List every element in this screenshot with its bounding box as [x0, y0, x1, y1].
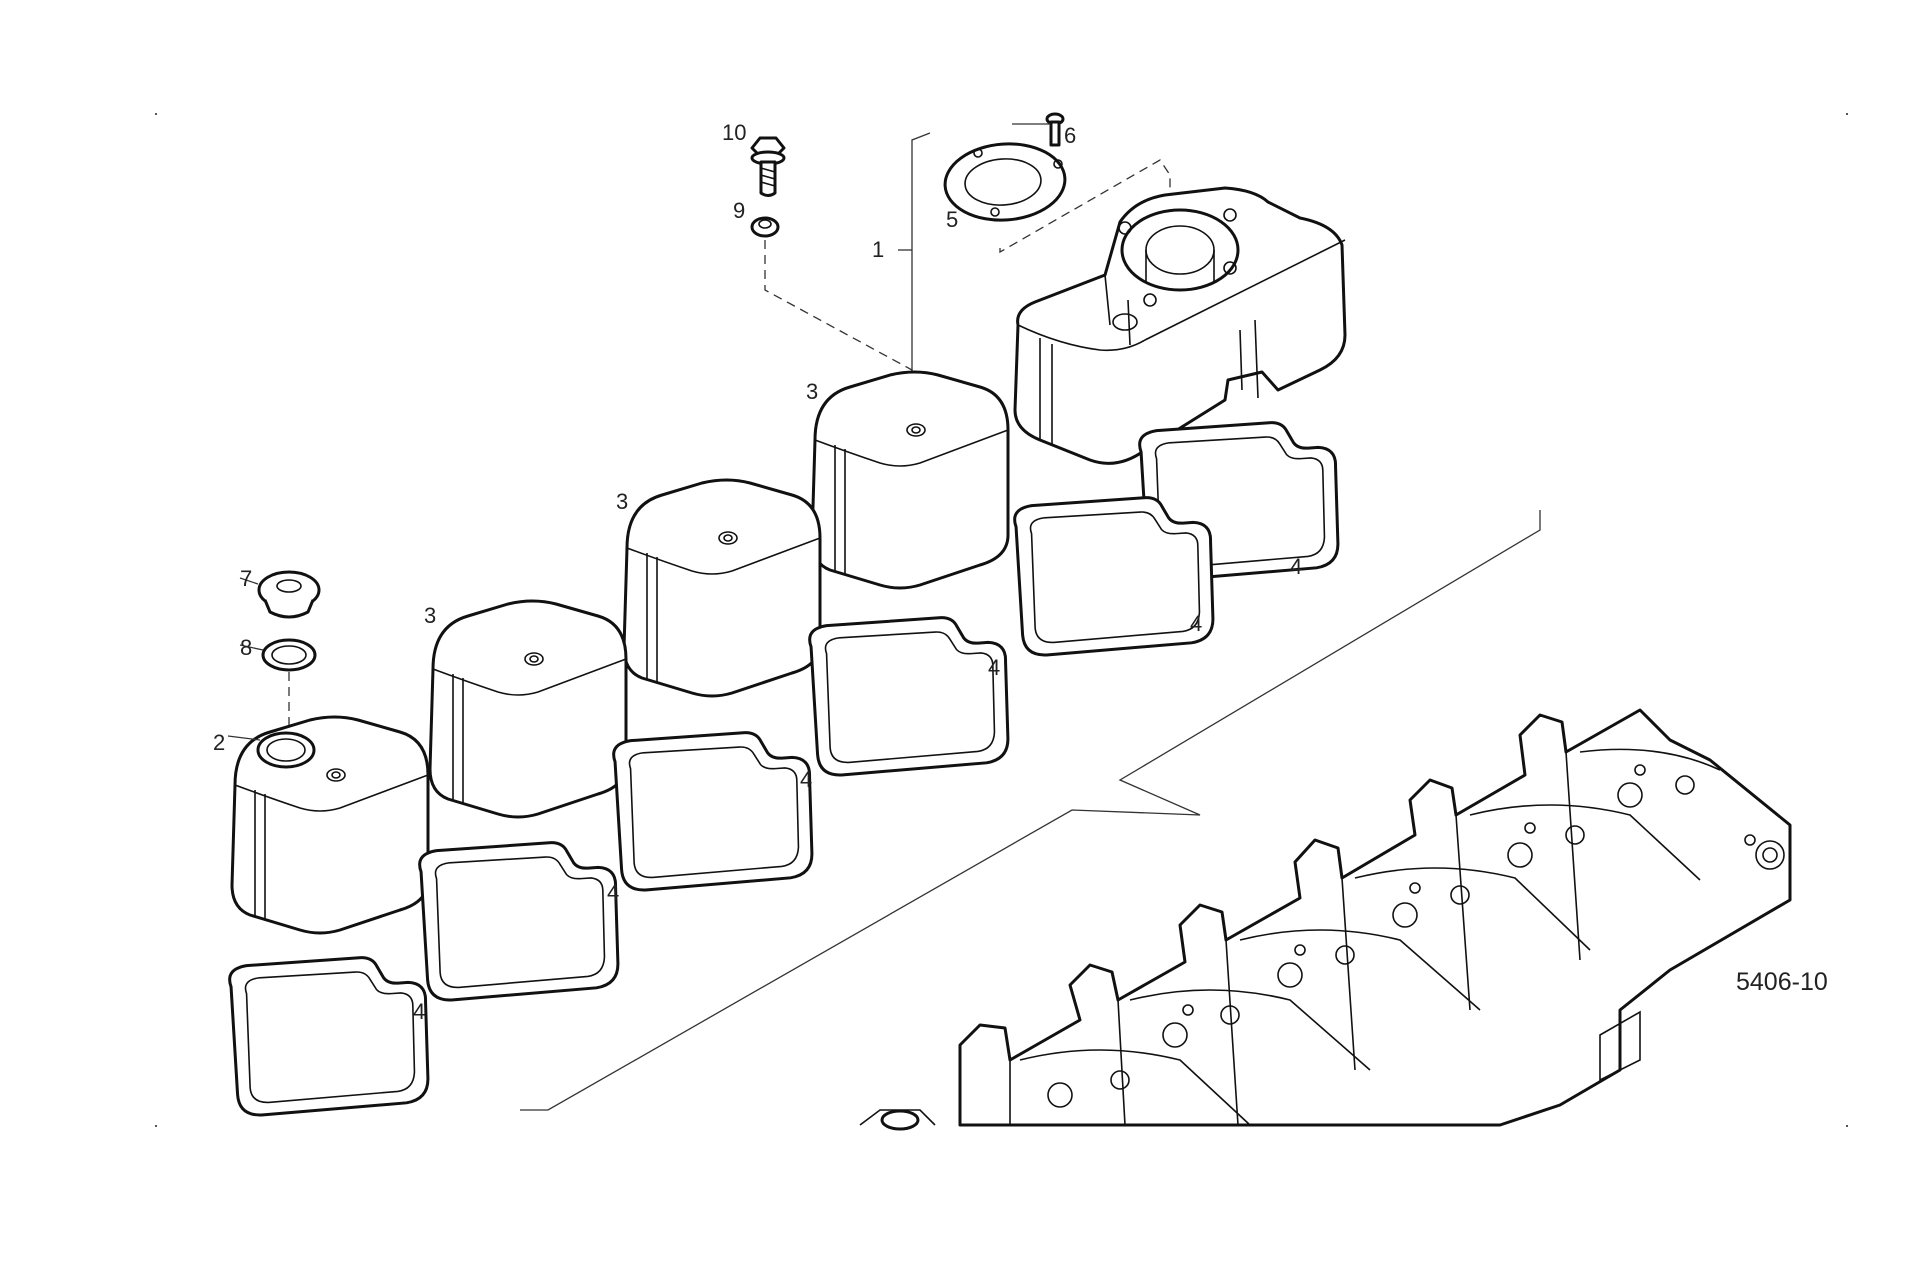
callout-4-center-left: 4 [800, 767, 812, 792]
gasket-4c [807, 611, 1015, 779]
corner-marks [155, 113, 1848, 1127]
callout-4-bottom-left: 4 [413, 999, 425, 1024]
screw [1045, 112, 1065, 147]
callout-4-left: 4 [607, 880, 619, 905]
callout-6: 6 [1064, 123, 1076, 148]
callout-labels: 1 2 3 3 3 4 4 4 4 4 4 5 6 7 8 9 10 [213, 120, 1302, 1024]
valve-cover-3b [622, 478, 822, 698]
valve-cover-main [1013, 186, 1347, 465]
flange-bolt [750, 136, 786, 197]
assembly-boundary-line [520, 510, 1541, 1111]
callout-5: 5 [946, 207, 958, 232]
filler-seal-ring [261, 638, 317, 672]
callout-3-middle: 3 [616, 489, 628, 514]
callout-7: 7 [240, 566, 252, 591]
callout-4-center: 4 [988, 655, 1000, 680]
gasket-4f [227, 951, 435, 1119]
valve-cover-with-filler [230, 715, 430, 935]
cylinder-head [859, 708, 1792, 1131]
dashed-line-5-to-cover [999, 159, 1171, 254]
callout-leaders [227, 123, 1050, 741]
callout-3-right: 3 [806, 379, 818, 404]
callout-4-right-lower: 4 [1190, 611, 1202, 636]
breather-gasket [943, 142, 1067, 222]
filler-cap [257, 570, 321, 619]
gasket-4e [417, 836, 625, 1004]
gasket-4d [611, 726, 819, 894]
callout-2: 2 [213, 730, 225, 755]
callout-1: 1 [872, 237, 884, 262]
callout-3-left: 3 [424, 603, 436, 628]
valve-cover-3a [810, 370, 1010, 590]
sealing-washer [750, 216, 780, 238]
callout-4-right: 4 [1290, 554, 1302, 579]
callout-9: 9 [733, 198, 745, 223]
figure-code: 5406-10 [1736, 968, 1828, 996]
callout-10: 10 [722, 120, 746, 145]
callout-8: 8 [240, 635, 252, 660]
valve-cover-3c [428, 599, 628, 819]
